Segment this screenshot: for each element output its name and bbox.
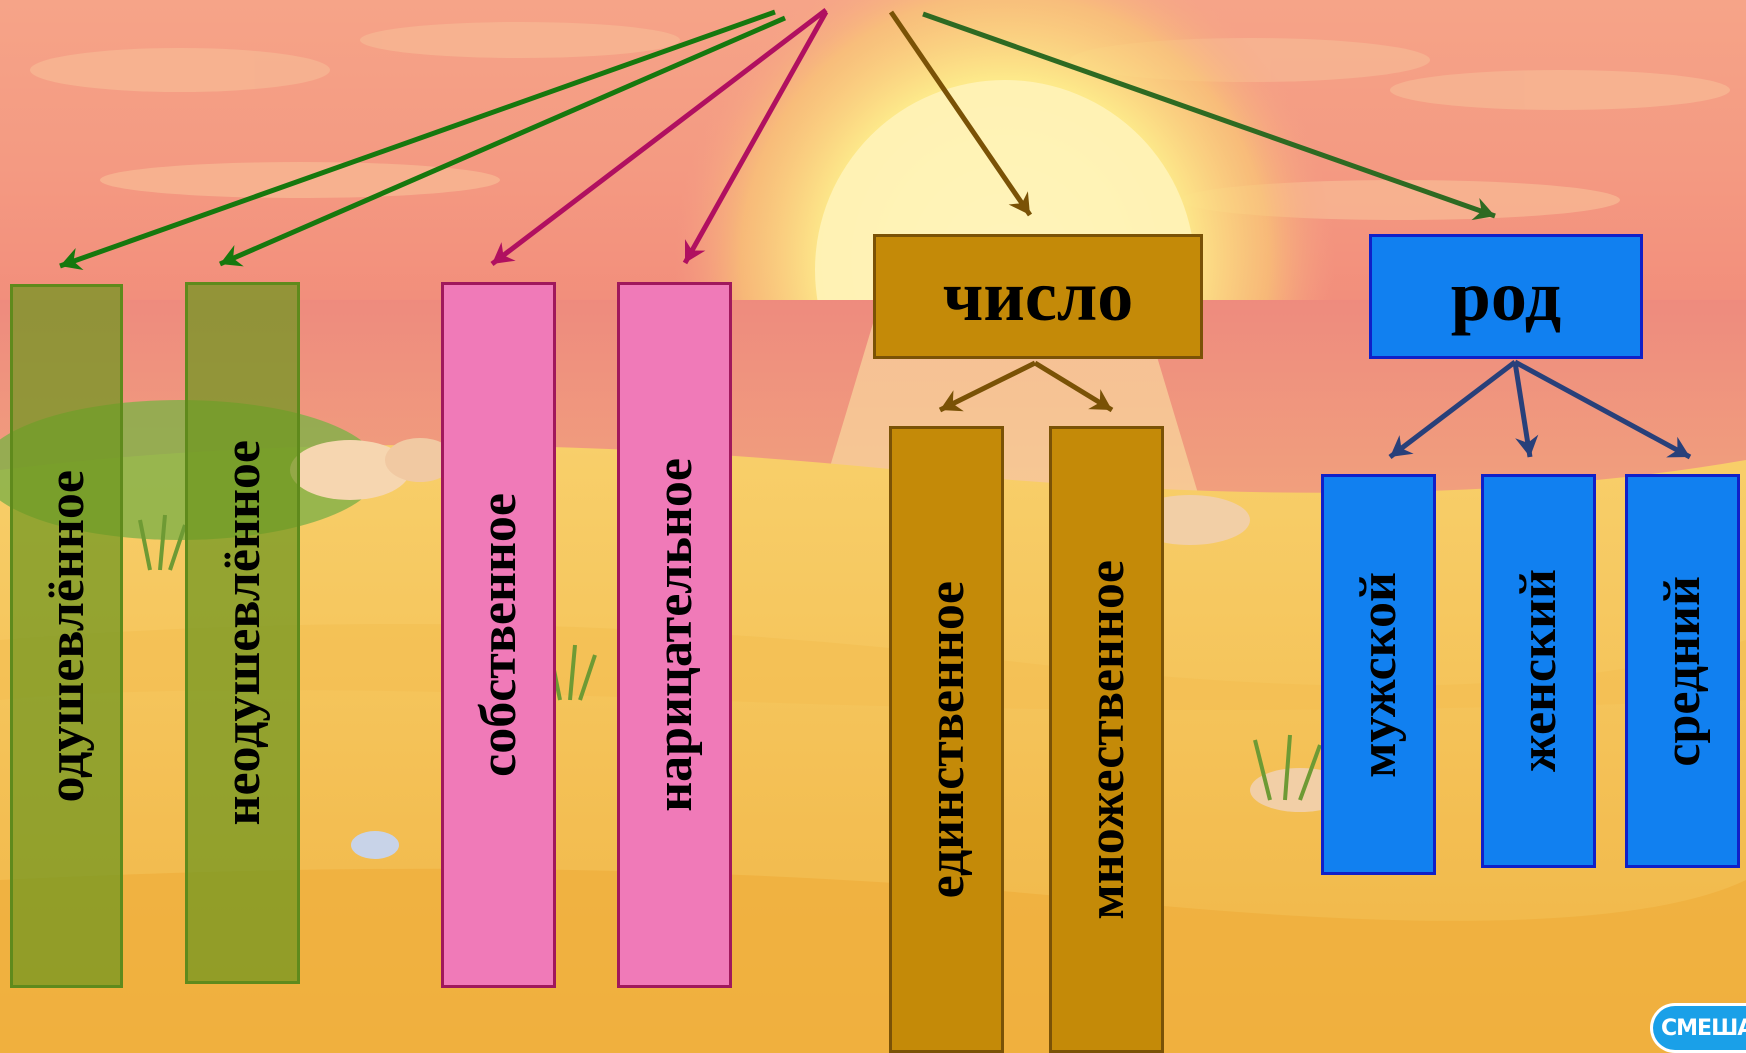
box-singular: единственное [889,426,1004,1053]
box-animate: одушевлённое [10,284,123,988]
arrow-animate [59,9,776,271]
arrow-common [682,10,829,265]
box-gender: род [1369,234,1643,359]
label-number: число [942,256,1134,336]
label-neuter: средний [1653,575,1711,767]
label-plural: множественное [1077,559,1135,920]
box-inanimate: неодушевлённое [185,282,300,984]
box-feminine: женский [1481,474,1596,868]
arrow-inanimate [219,15,786,267]
box-masculine: мужской [1321,474,1436,875]
box-neuter: средний [1625,474,1740,868]
arrow-gender [922,11,1496,221]
label-proper: собственное [469,493,527,777]
smeshariki-logo-icon: СМЕШАР [1650,1003,1746,1053]
box-number: число [873,234,1203,359]
label-feminine: женский [1509,569,1567,773]
arrow-feminine [1512,361,1539,458]
label-gender: род [1450,256,1562,336]
box-common: нарицательное [617,282,732,988]
logo-text: СМЕШАР [1661,1015,1746,1041]
arrow-plural [1033,360,1114,413]
box-proper: собственное [441,282,556,988]
label-inanimate: неодушевлённое [213,440,271,826]
arrow-neuter [1513,359,1692,460]
label-animate: одушевлённое [37,469,95,803]
arrow-number [888,10,1033,217]
label-masculine: мужской [1349,571,1407,778]
arrow-singular [938,360,1037,413]
arrow-masculine [1388,360,1517,459]
arrow-proper [490,8,828,266]
label-singular: единственное [917,580,975,899]
label-common: нарицательное [645,458,703,812]
box-plural: множественное [1049,426,1164,1053]
